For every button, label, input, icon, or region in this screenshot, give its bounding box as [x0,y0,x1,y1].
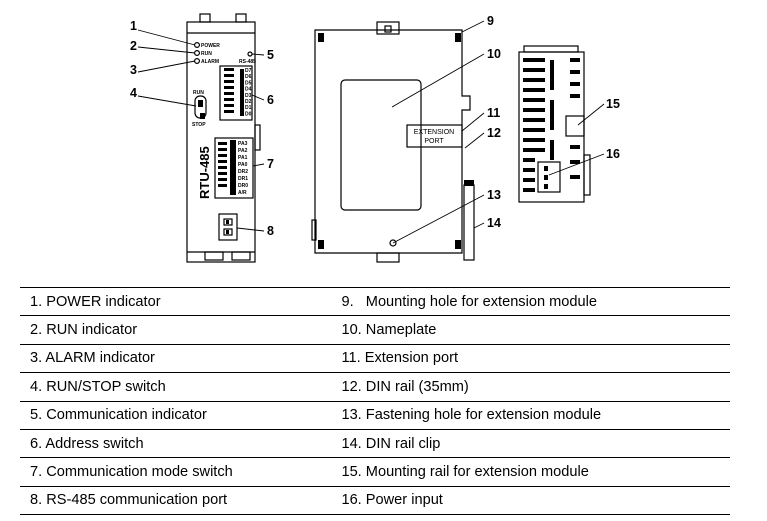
extension-port-label-2: PORT [424,138,444,145]
alarm-led [194,57,201,64]
address-label-7: D0 [245,111,252,117]
mode-label-7: A/R [238,190,247,196]
legend-item-left: 7. Communication mode switch [20,457,337,487]
mode-label-0: PA3 [238,141,248,147]
fastening-hole [389,239,397,247]
mode-label-1: PA2 [238,148,248,154]
legend-item-left: 5. Communication indicator [20,400,337,430]
callout-7: 7 [267,157,274,171]
address-label-6: D1 [245,105,252,111]
address-label-0: D7 [245,68,252,74]
callout-1: 1 [130,19,137,33]
legend-item-right: 16. Power input [336,485,730,516]
mode-label-5: DR1 [238,176,248,182]
mode-label-6: DR0 [238,183,248,189]
callout-8: 8 [267,224,274,238]
extension-port [406,124,463,148]
callout-14: 14 [487,216,501,230]
label-rs485: RS-485 [239,59,256,65]
comm-mode-switch [214,137,254,199]
right-view [518,45,591,203]
leader-lines [137,20,605,244]
front-view [186,13,261,263]
legend-item-left: 4. RUN/STOP switch [20,372,337,402]
callout-10: 10 [487,47,501,61]
legend-item-right: 12. DIN rail (35mm) [336,372,730,402]
label-power: POWER [201,43,220,49]
mode-label-4: DR2 [238,169,248,175]
label-run: RUN [201,51,212,57]
callout-6: 6 [267,93,274,107]
legend-item-left: 8. RS-485 communication port [20,485,337,516]
device-diagram: POWER RUN ALARM RS-485 RUN STOP RTU-485 … [130,13,620,263]
power-led [194,41,201,48]
rs485-port [218,213,238,241]
legend-item-right: 13. Fastening hole for extension module [336,400,730,430]
legend-item-right: 14. DIN rail clip [336,428,730,458]
callout-12: 12 [487,126,501,140]
mode-label-2: PA1 [238,155,248,161]
callout-16: 16 [606,147,620,161]
power-input [537,161,561,193]
callout-2: 2 [130,39,137,53]
legend-item-left: 1. POWER indicator [20,286,337,316]
address-label-4: D3 [245,93,252,99]
mode-label-3: PA0 [238,162,248,168]
legend-item-left: 6. Address switch [20,428,337,458]
callout-11: 11 [487,106,500,120]
side-view [311,21,475,263]
address-label-5: D2 [245,99,252,105]
rs485-led [247,51,253,57]
label-alarm: ALARM [201,59,219,65]
callout-15: 15 [606,97,620,111]
nameplate [340,79,422,211]
label-switch-stop: STOP [192,122,206,128]
legend-item-right: 10. Nameplate [336,315,730,345]
address-label-3: D4 [245,87,252,93]
mounting-rail [565,115,585,137]
legend-item-right: 11. Extension port [336,343,730,373]
address-label-1: D6 [245,74,252,80]
address-label-2: D5 [245,80,252,86]
legend-item-left: 3. ALARM indicator [20,343,337,373]
callout-9: 9 [487,14,494,28]
side-housing [314,29,471,254]
legend-item-left: 2. RUN indicator [20,315,337,345]
din-rail [463,184,475,261]
address-switch [219,65,253,121]
callout-13: 13 [487,188,501,202]
legend-item-right: 15. Mounting rail for extension module [336,457,730,487]
callout-5: 5 [267,48,274,62]
run-led [194,49,201,56]
model-label: RTU-485 [197,146,212,199]
legend-item-right: 9. Mounting hole for extension module [336,286,730,316]
label-switch-run: RUN [193,90,204,96]
callout-4: 4 [130,86,137,100]
extension-port-label-1: EXTENSION [414,129,454,136]
callout-3: 3 [130,63,137,77]
